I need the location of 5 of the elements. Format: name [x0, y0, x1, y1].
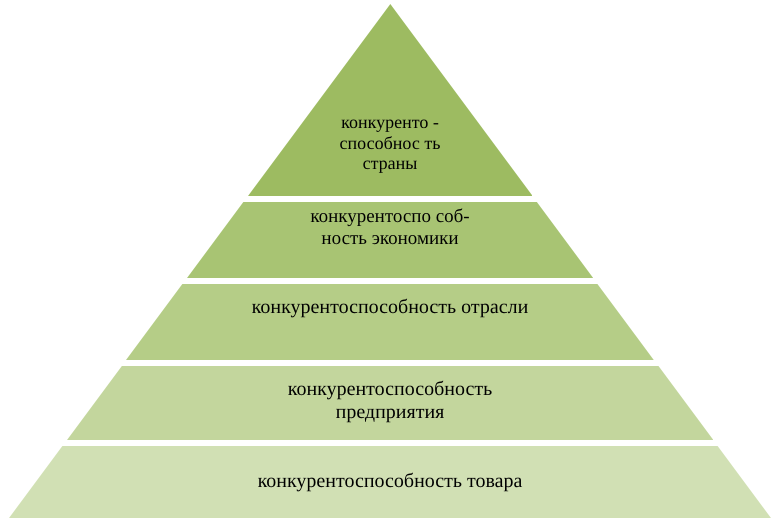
- tier-label: конкурентоспособность предприятия: [286, 378, 494, 424]
- tier-label: конкуренто - способнос ть страны: [338, 112, 442, 174]
- tier-label: конкурентоспо соб-ность экономики: [309, 206, 471, 250]
- tier-label: конкурентоспособность товара: [256, 470, 524, 493]
- tier-label: конкурентоспособность отрасли: [250, 296, 530, 319]
